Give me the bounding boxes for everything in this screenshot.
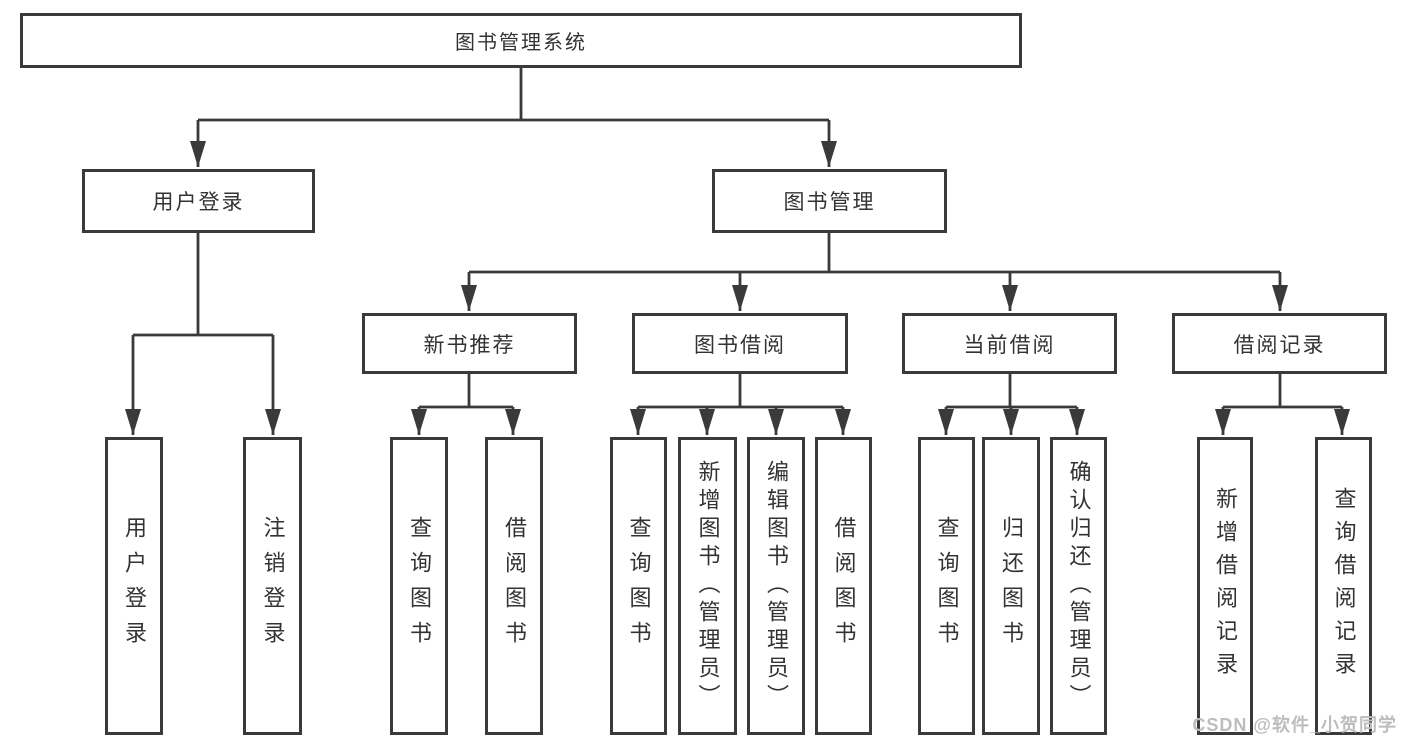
leaf-query-books-3-label: 查询图书	[934, 516, 960, 656]
node-book-borrow-label: 图书借阅	[694, 333, 786, 357]
leaf-query-books-2-label: 查询图书	[626, 516, 652, 656]
leaf-query-borrow-record-label: 查询借阅记录	[1331, 487, 1357, 685]
node-current-borrow-label: 当前借阅	[963, 333, 1056, 357]
leaf-add-book-admin: 新增图书（管理员）	[678, 437, 737, 735]
leaf-return-book: 归还图书	[982, 437, 1040, 735]
leaf-query-borrow-record: 查询借阅记录	[1315, 437, 1372, 735]
node-book-management-label: 图书管理	[783, 191, 876, 214]
leaf-add-borrow-record-label: 新增借阅记录	[1213, 487, 1238, 685]
root-node: 图书管理系统	[20, 13, 1022, 68]
leaf-user-login-label: 用户登录	[122, 516, 147, 656]
node-user-login: 用户登录	[82, 169, 315, 233]
node-new-book-recommend-label: 新书推荐	[423, 333, 516, 357]
leaf-borrow-books-1: 借阅图书	[485, 437, 543, 735]
leaf-query-books-2: 查询图书	[610, 437, 667, 735]
node-borrow-records: 借阅记录	[1172, 313, 1387, 374]
leaf-query-books-1-label: 查询图书	[407, 516, 432, 656]
leaf-edit-book-admin: 编辑图书（管理员）	[747, 437, 805, 735]
node-borrow-records-label: 借阅记录	[1233, 333, 1326, 357]
leaf-user-login: 用户登录	[105, 437, 163, 735]
node-user-login-label: 用户登录	[152, 191, 245, 214]
leaf-confirm-return-admin-label: 确认归还（管理员）	[1066, 460, 1092, 712]
leaf-add-book-admin-label: 新增图书（管理员）	[695, 460, 721, 712]
node-current-borrow: 当前借阅	[902, 313, 1117, 374]
root-node-label: 图书管理系统	[455, 32, 587, 54]
node-book-management: 图书管理	[712, 169, 947, 233]
leaf-confirm-return-admin: 确认归还（管理员）	[1050, 437, 1107, 735]
leaf-borrow-books-1-label: 借阅图书	[502, 516, 527, 656]
leaf-add-borrow-record: 新增借阅记录	[1197, 437, 1253, 735]
leaf-return-book-label: 归还图书	[999, 516, 1024, 656]
leaf-borrow-books-2: 借阅图书	[815, 437, 872, 735]
leaf-query-books-1: 查询图书	[390, 437, 448, 735]
leaf-logout: 注销登录	[243, 437, 302, 735]
leaf-query-books-3: 查询图书	[918, 437, 975, 735]
leaf-edit-book-admin-label: 编辑图书（管理员）	[764, 460, 789, 712]
node-new-book-recommend: 新书推荐	[362, 313, 577, 374]
leaf-logout-label: 注销登录	[260, 516, 286, 656]
leaf-borrow-books-2-label: 借阅图书	[831, 516, 857, 656]
watermark: CSDN @软件_小贺同学	[1192, 715, 1397, 735]
node-book-borrow: 图书借阅	[632, 313, 848, 374]
